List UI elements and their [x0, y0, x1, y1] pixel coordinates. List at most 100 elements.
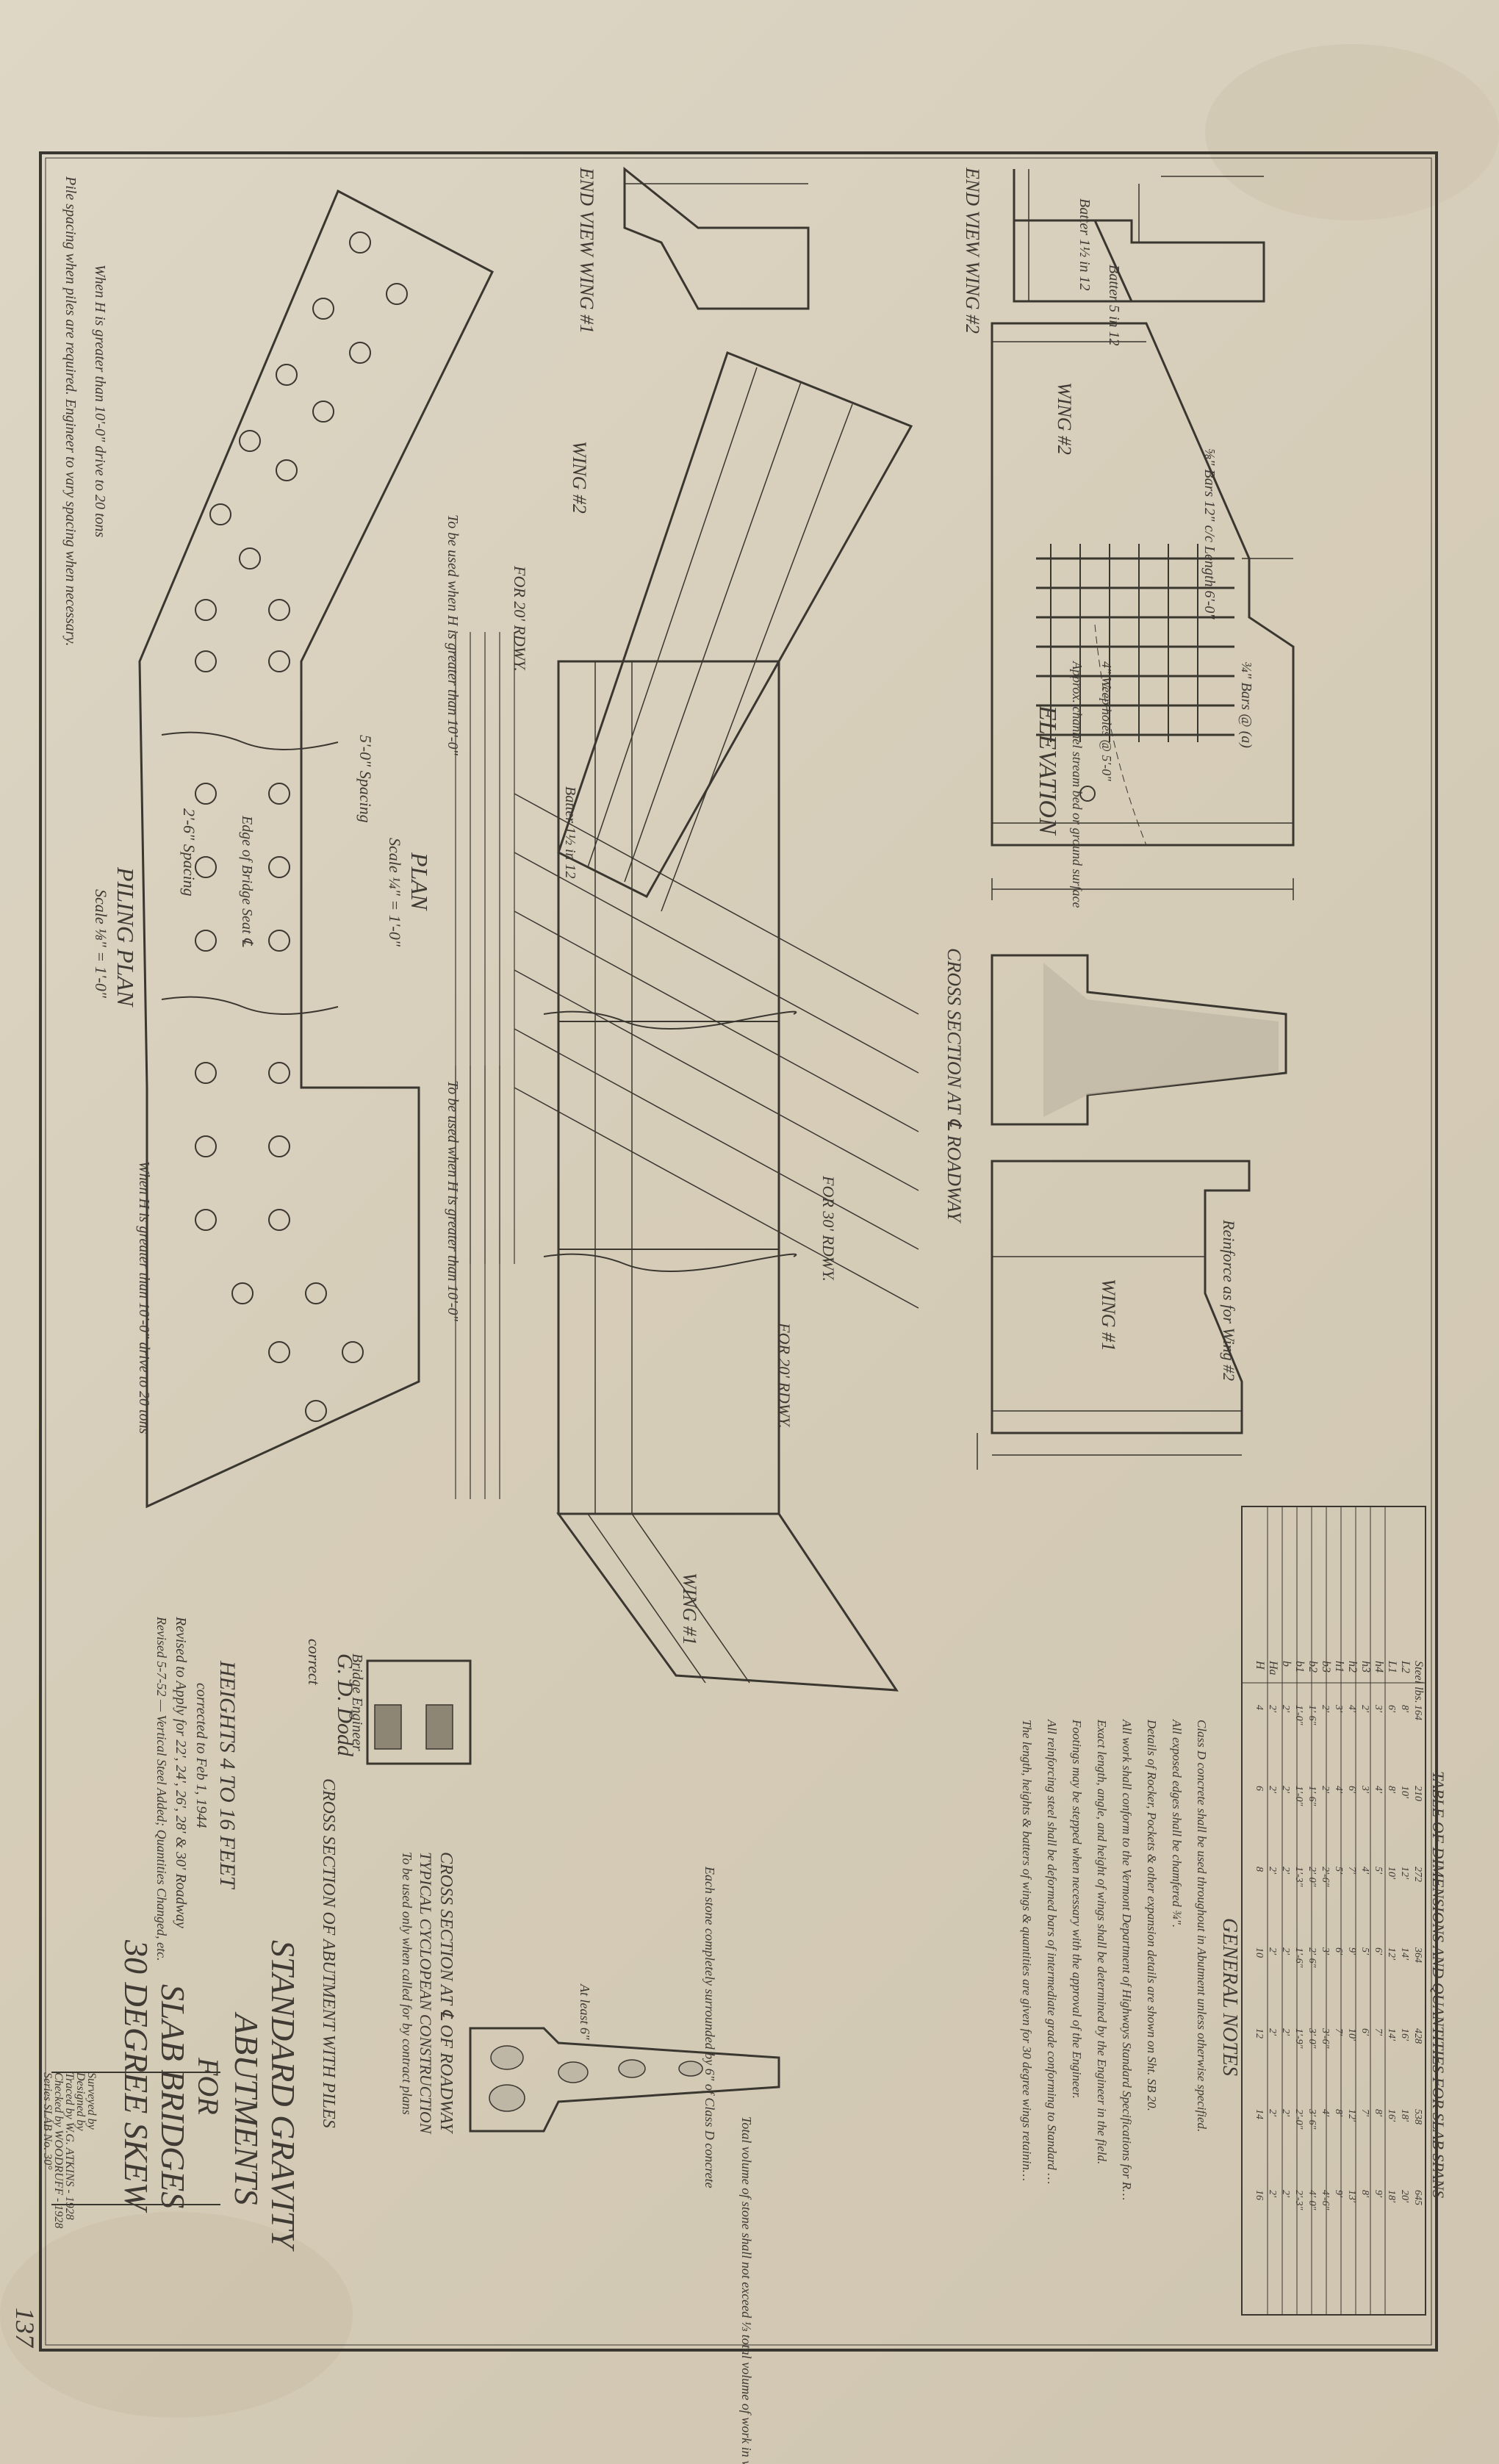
end-view-wing1: END VIEW WING #1	[576, 166, 810, 334]
when-h-label: When H is greater than 10'-0" drive to 2…	[136, 1161, 152, 1434]
table-cell: 2'	[1280, 2028, 1291, 2036]
sheet-border	[39, 151, 1438, 2352]
page-number: 137	[10, 2307, 40, 2349]
table-cell: 20'	[1399, 2190, 1410, 2203]
table-header-cell: L2	[1399, 1660, 1412, 1673]
table-cell: 4'	[1346, 1705, 1357, 1713]
table-cell: 1'-0"	[1293, 1786, 1304, 1806]
piling-scale: Scale ⅛" = 1'-0"	[92, 889, 110, 999]
engineer-label: Bridge Engineer	[349, 1653, 365, 1751]
wing1-elevation: Reinforce as for Wing #2 WING #1	[977, 1160, 1251, 1470]
table-cell: 4'-0"	[1306, 2190, 1318, 2210]
wing1-label: WING #1	[1098, 1279, 1119, 1351]
table-cell: 9'	[1333, 2190, 1344, 2198]
table-cell: 8'	[1333, 2109, 1344, 2117]
table-cell: 2'	[1267, 2190, 1278, 2198]
table-header-cell: Ha	[1267, 1660, 1279, 1675]
paper-stain	[1205, 44, 1499, 220]
table-cell: 5'	[1333, 1867, 1344, 1875]
table-cell: 2'-3"	[1293, 2190, 1304, 2210]
table-cell: 6'	[1333, 1947, 1344, 1955]
table-header-cell: b	[1280, 1661, 1293, 1667]
table-cell: 2'	[1267, 1867, 1278, 1875]
table-cell: 2'-6"	[1306, 1947, 1318, 1968]
series-label: Series SLAB No. 30°	[41, 2072, 54, 2170]
table-cell: 8'	[1386, 1786, 1397, 1794]
table-cell: 8'	[1359, 2190, 1370, 2198]
general-note-line: Footings may be stepped when necessary w…	[1070, 1719, 1084, 2099]
table-header-cell: b1	[1293, 1661, 1306, 1673]
table-cell: 6'	[1359, 2028, 1370, 2036]
cyclopean-sub: TYPICAL CYCLOPEAN CONSTRUCTION	[417, 1852, 435, 2135]
title-line4: SLAB BRIDGES	[154, 1984, 192, 2208]
table-cell: 2'	[1267, 2028, 1278, 2036]
table-cell: 2'	[1280, 1947, 1291, 1955]
table-cell: 16	[1254, 2190, 1265, 2200]
table-cell: 2'	[1280, 2190, 1291, 2198]
table-cell: 3'-6"	[1306, 2108, 1318, 2130]
table-cell: 1'-6"	[1293, 1947, 1304, 1968]
cyclopean-title: CROSS SECTION AT ℄ OF ROADWAY	[436, 1852, 456, 2135]
table-cell: 1'-9"	[1293, 2028, 1304, 2049]
table-cell: 2'	[1280, 1786, 1291, 1794]
general-notes: GENERAL NOTES Class D concrete shall be …	[1020, 1719, 1241, 2200]
for30-label: FOR 30' RDWY.	[819, 1175, 838, 1282]
table-cell: 2'-0"	[1293, 2109, 1304, 2130]
table-cell: 10'	[1399, 1786, 1410, 1799]
table-header-cell: h3	[1359, 1661, 1372, 1673]
table-header-cell: b2	[1306, 1661, 1319, 1673]
bridge-seat-label: Edge of Bridge Seat ℄	[239, 815, 255, 948]
table-cell: 7'	[1346, 1867, 1357, 1875]
table-cell: 4'	[1333, 1786, 1344, 1794]
elevation-view: END VIEW WING #2 Batter 1½ in 12 Batter …	[962, 167, 1295, 908]
table-cell: 5'	[1373, 1867, 1384, 1875]
table-cell: 2'	[1267, 1947, 1278, 1955]
batter-plan-label: Batter 1½ in 12	[562, 786, 578, 879]
table-cell: 14	[1254, 2109, 1265, 2119]
table-cell: 3'-0"	[1306, 2027, 1318, 2049]
batter-label: Batter 5 in 12	[1106, 265, 1122, 346]
plan-view: WING #2 WING #1 FOR 30' RDWY. FOR 20' RD…	[356, 351, 919, 1692]
table-cell: 12'	[1346, 2109, 1357, 2122]
cyclopean-note: To be used only when called for by contr…	[400, 1852, 414, 2115]
title-line3: FOR	[192, 2057, 225, 2115]
revised-label: Revised to Apply for 22', 24', 26', 28' …	[173, 1616, 189, 1928]
table-cell: 8'	[1373, 2109, 1384, 2117]
table-cell: 6'	[1386, 1705, 1397, 1713]
elevation-rebar	[1036, 544, 1234, 742]
table-cell: 10'	[1346, 2028, 1357, 2041]
table-cell: 6'	[1346, 1786, 1357, 1794]
for20-label: FOR 20' RDWY.	[775, 1322, 794, 1429]
batter-label: Batter 1½ in 12	[1076, 198, 1093, 291]
table-cell: 2'	[1280, 1705, 1291, 1713]
table-cell: 3'	[1320, 1947, 1331, 1955]
pile-note: Pile spacing when piles are required. En…	[62, 176, 79, 646]
table-cell: 1'-6"	[1306, 1705, 1318, 1725]
table-cell: 2'	[1359, 1705, 1370, 1713]
general-note-line: Class D concrete shall be used throughou…	[1195, 1720, 1209, 2132]
table-cell: 7'	[1373, 2028, 1384, 2036]
weep-label: 4" Weep holes @ 5'-0"	[1099, 661, 1114, 781]
table-cell: 210	[1412, 1786, 1423, 1801]
table-header-cell: h2	[1346, 1661, 1359, 1673]
table-cell: 2'	[1267, 1786, 1278, 1794]
table-cell: 12	[1254, 2028, 1265, 2039]
to-be-used-label: To be used when H is greater than 10'-0"	[445, 514, 461, 755]
traced-by: Traced by W.G. ATKINS - 1928	[63, 2072, 76, 2220]
general-note-line: All reinforcing steel shall be deformed …	[1045, 1719, 1059, 2184]
wing2-plan	[557, 351, 913, 898]
table-cell: 2'-6"	[1320, 1867, 1331, 1887]
table-cell: 10'	[1386, 1867, 1397, 1880]
general-note-line: The length, heights & batters of wings &…	[1020, 1720, 1034, 2181]
stone-note: Total volume of stone shall not exceed ⅓…	[739, 2116, 754, 2464]
end-view-wing2-label: END VIEW WING #2	[962, 167, 983, 334]
table-cell: 7'	[1333, 2028, 1344, 2036]
engineer-signature: G. D. Dodd	[333, 1653, 357, 1757]
table-cell: 2'	[1267, 1705, 1278, 1713]
table-cell: 13'	[1346, 2190, 1357, 2203]
table-cell: 16'	[1399, 2028, 1410, 2041]
stone-note: Each stone completely surrounded by 6" o…	[702, 1866, 717, 2188]
table-cell: 16'	[1386, 2109, 1397, 2122]
table-cell: 14'	[1386, 2028, 1397, 2041]
